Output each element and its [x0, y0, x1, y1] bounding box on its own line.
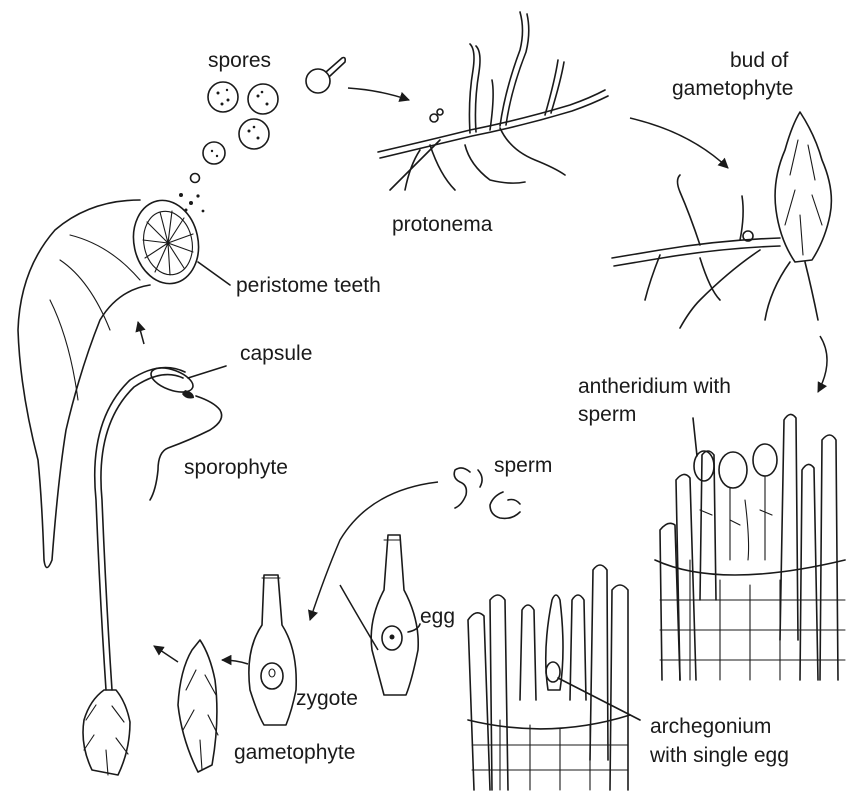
arrow-sperm-to-zygote: [310, 482, 438, 620]
label-gametophyte: gametophyte: [234, 740, 355, 765]
egg-cell: [546, 662, 560, 682]
egg-archegonium-drawing: [371, 535, 418, 695]
arrow-spores-to-protonema: [348, 88, 409, 100]
spore: [239, 119, 269, 149]
gametophyte-bud-drawing: [612, 112, 831, 328]
label-bud-line2: gametophyte: [672, 76, 793, 101]
spore: [208, 82, 238, 112]
gametophyte-drawing-small: [178, 640, 218, 772]
sporophyte-bracket: [150, 396, 222, 500]
spore: [203, 142, 225, 164]
protonema-drawing: [378, 12, 608, 190]
label-sporophyte: sporophyte: [184, 455, 288, 480]
arrow-zygote-to-gametophyte: [222, 660, 248, 664]
label-spores: spores: [208, 48, 271, 73]
label-zygote: zygote: [296, 686, 358, 711]
archegonium: [546, 595, 563, 690]
label-sperm: sperm: [494, 453, 552, 478]
antheridium: [753, 444, 777, 476]
leader-peristome: [198, 262, 230, 285]
spore: [191, 174, 200, 183]
label-archegonium-line2: with single egg: [650, 743, 789, 768]
leader-capsule: [188, 366, 226, 378]
leader-antheridium: [693, 418, 697, 456]
label-peristome-teeth: peristome teeth: [236, 273, 381, 298]
large-capsule-drawing: [18, 194, 206, 567]
label-archegonium-line1: archegonium: [650, 714, 771, 739]
label-egg: egg: [420, 604, 455, 629]
label-protonema: protonema: [392, 212, 492, 237]
spores-group: [179, 58, 345, 213]
label-antheridium-line1: antheridium with: [578, 374, 731, 399]
label-bud-line1: bud of: [730, 48, 788, 73]
arrow-sporophyte-to-capsule-large: [138, 322, 144, 344]
antheridium-drawing: [655, 414, 845, 680]
archegonium-drawing: [468, 565, 630, 790]
spore: [248, 84, 278, 114]
arrow-gametophyte-to-sporophyte-base: [154, 646, 178, 662]
arrow-bud-to-antheridium: [818, 336, 827, 392]
arrow-protonema-to-bud: [630, 118, 728, 168]
antheridium: [719, 452, 747, 488]
label-capsule: capsule: [240, 341, 312, 366]
label-antheridium-line2: sperm: [578, 402, 636, 427]
arrow-egg-connector: [340, 585, 378, 650]
zygote-cell: [261, 663, 283, 689]
zygote-drawing: [249, 575, 296, 725]
